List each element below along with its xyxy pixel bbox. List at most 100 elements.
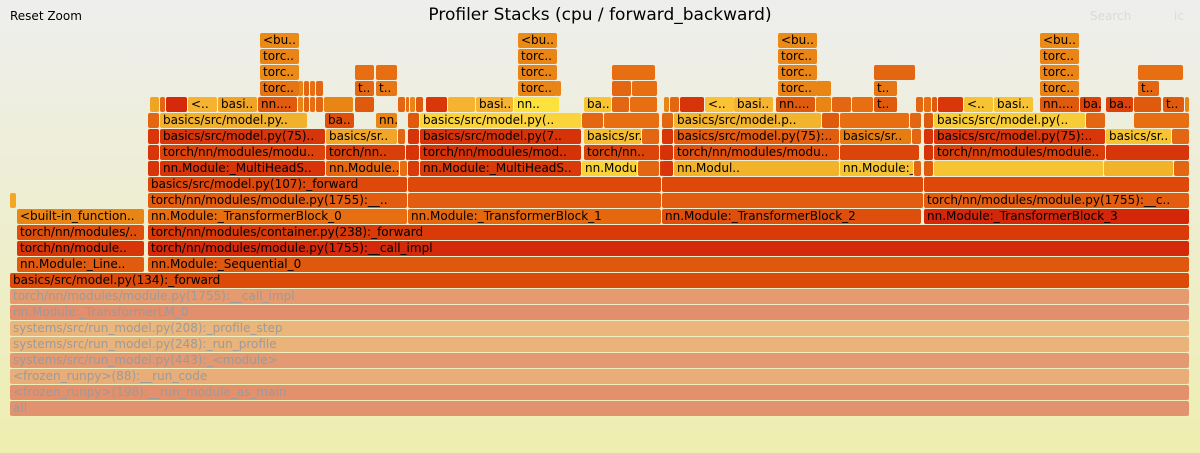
stack-frame[interactable] — [924, 145, 933, 160]
stack-frame[interactable]: <bu.. — [260, 33, 299, 48]
stack-frame[interactable]: torc.. — [778, 81, 817, 96]
stack-frame[interactable]: systems/src/run_model.py(443):_<module> — [10, 353, 1189, 368]
stack-frame[interactable]: nn.Module:_TransformerLM_0 — [10, 305, 1189, 320]
stack-frame[interactable] — [298, 81, 303, 96]
stack-frame[interactable]: torc.. — [518, 49, 557, 64]
stack-frame[interactable] — [398, 97, 405, 112]
stack-frame[interactable]: nn.Module:_Line.. — [17, 257, 144, 272]
stack-frame[interactable] — [914, 161, 921, 176]
stack-frame[interactable] — [662, 161, 673, 176]
stack-frame[interactable]: torch/nn/modules/module.. — [934, 145, 1105, 160]
stack-frame[interactable]: basics/sr.. — [326, 129, 397, 144]
stack-frame[interactable] — [932, 97, 937, 112]
stack-frame[interactable]: nn.... — [1040, 97, 1079, 112]
ignore-case-toggle[interactable]: ic — [1174, 9, 1184, 23]
stack-frame[interactable]: nn.Module:_Sequential_0 — [148, 257, 1189, 272]
stack-frame[interactable]: all — [10, 401, 1189, 416]
stack-frame[interactable] — [1086, 113, 1105, 128]
stack-frame[interactable]: t.. — [1138, 81, 1159, 96]
stack-frame[interactable]: <.. — [188, 97, 217, 112]
stack-frame[interactable] — [680, 97, 704, 112]
stack-frame[interactable]: nn.. — [376, 113, 397, 128]
stack-frame[interactable] — [642, 129, 659, 144]
stack-frame[interactable] — [638, 161, 659, 176]
stack-frame[interactable] — [408, 177, 661, 192]
stack-frame[interactable]: basics/src/model.py.. — [160, 113, 307, 128]
stack-frame[interactable]: basics/src/model.py(134):_forward — [10, 273, 1189, 288]
stack-frame[interactable]: <frozen_runpy>(88):__run_code — [10, 369, 1189, 384]
stack-frame[interactable] — [910, 113, 921, 128]
stack-frame[interactable] — [582, 113, 603, 128]
stack-frame[interactable]: <.. — [964, 97, 993, 112]
stack-frame[interactable] — [662, 145, 673, 160]
stack-frame[interactable]: basics/src/model.py(75).. — [160, 129, 325, 144]
stack-frame[interactable] — [612, 97, 629, 112]
stack-frame[interactable]: <bu.. — [518, 33, 557, 48]
stack-frame[interactable] — [150, 97, 159, 112]
stack-frame[interactable]: systems/src/run_model.py(208):_profile_s… — [10, 321, 1189, 336]
stack-frame[interactable] — [924, 177, 1189, 192]
stack-frame[interactable]: torc.. — [778, 49, 817, 64]
stack-frame[interactable] — [148, 113, 159, 128]
stack-frame[interactable] — [924, 113, 933, 128]
stack-frame[interactable] — [874, 65, 915, 80]
stack-frame[interactable] — [1106, 145, 1189, 160]
stack-frame[interactable] — [408, 113, 419, 128]
stack-frame[interactable] — [310, 81, 315, 96]
stack-frame[interactable] — [1172, 129, 1189, 144]
stack-frame[interactable]: nn.Module:_TransformerBlock_2 — [662, 209, 921, 224]
stack-frame[interactable] — [316, 81, 323, 96]
stack-frame[interactable]: t.. — [1163, 97, 1184, 112]
stack-frame[interactable] — [660, 145, 663, 160]
stack-frame[interactable] — [924, 161, 933, 176]
stack-frame[interactable]: basics/src/model.py(75):.. — [674, 129, 839, 144]
stack-frame[interactable]: torch/nn/modules/module.py(1755):__call_… — [10, 289, 1189, 304]
stack-frame[interactable] — [408, 161, 419, 176]
stack-frame[interactable]: t.. — [355, 81, 374, 96]
stack-frame[interactable] — [166, 97, 187, 112]
stack-frame[interactable] — [612, 81, 631, 96]
stack-frame[interactable]: nn.Module:_TransformerBlock_3 — [924, 209, 1189, 224]
stack-frame[interactable] — [604, 113, 659, 128]
stack-frame[interactable]: basi.. — [476, 97, 513, 112]
stack-frame[interactable]: torc.. — [260, 49, 299, 64]
stack-frame[interactable] — [408, 193, 661, 208]
stack-frame[interactable] — [400, 161, 407, 176]
stack-frame[interactable] — [355, 65, 374, 80]
stack-frame[interactable] — [1138, 65, 1183, 80]
stack-frame[interactable]: basics/sr.. — [840, 129, 911, 144]
stack-frame[interactable] — [10, 193, 16, 208]
stack-frame[interactable]: <.. — [705, 97, 734, 112]
stack-frame[interactable] — [924, 129, 933, 144]
stack-frame[interactable]: basics/src/model.py(.. — [934, 113, 1085, 128]
stack-frame[interactable]: <built-in_function.. — [17, 209, 144, 224]
stack-frame[interactable]: t.. — [376, 81, 397, 96]
stack-frame[interactable]: torch/nn/module.. — [17, 241, 144, 256]
stack-frame[interactable]: basics/src/model.py(107):_forward — [148, 177, 407, 192]
stack-frame[interactable]: torc.. — [778, 65, 817, 80]
stack-frame[interactable] — [840, 145, 919, 160]
stack-frame[interactable] — [408, 129, 419, 144]
stack-frame[interactable]: basi.. — [994, 97, 1033, 112]
stack-frame[interactable] — [916, 97, 923, 112]
search-button[interactable]: Search — [1090, 9, 1132, 23]
stack-frame[interactable] — [310, 97, 315, 112]
stack-frame[interactable]: ba.. — [1106, 97, 1133, 112]
stack-frame[interactable]: torch/nn/modules/modu.. — [674, 145, 839, 160]
stack-frame[interactable]: torch/nn/modules/modu.. — [160, 145, 325, 160]
stack-frame[interactable] — [612, 65, 655, 80]
stack-frame[interactable] — [556, 81, 561, 96]
stack-frame[interactable]: systems/src/run_model.py(248):_run_profi… — [10, 337, 1189, 352]
reset-zoom-button[interactable]: Reset Zoom — [10, 9, 82, 23]
stack-frame[interactable] — [304, 81, 309, 96]
stack-frame[interactable]: basics/src/model.p.. — [674, 113, 821, 128]
stack-frame[interactable]: torc.. — [1040, 65, 1079, 80]
stack-frame[interactable]: basi.. — [734, 97, 773, 112]
stack-frame[interactable]: nn.. — [514, 97, 559, 112]
stack-frame[interactable]: ba.. — [584, 97, 611, 112]
stack-frame[interactable] — [398, 129, 405, 144]
stack-frame[interactable]: torch/nn/modules/module.py(1755):__c.. — [924, 193, 1189, 208]
stack-frame[interactable] — [632, 81, 657, 96]
stack-frame[interactable] — [298, 97, 303, 112]
stack-frame[interactable]: nn.Module:_MultiHeadS.. — [420, 161, 581, 176]
